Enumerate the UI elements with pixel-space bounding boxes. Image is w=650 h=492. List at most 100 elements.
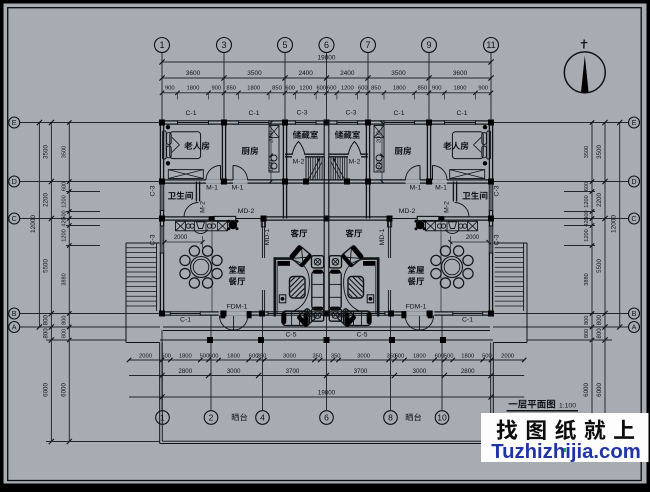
- svg-text:MD-1: MD-1: [379, 228, 386, 245]
- svg-text:1: 1: [159, 40, 164, 50]
- svg-text:3700: 3700: [286, 368, 300, 375]
- svg-text:800: 800: [62, 316, 68, 325]
- svg-text:C-1: C-1: [457, 110, 468, 117]
- svg-text:800: 800: [62, 329, 68, 338]
- svg-text:D: D: [12, 177, 17, 186]
- svg-text:9: 9: [426, 40, 431, 50]
- svg-text:3880: 3880: [62, 273, 68, 285]
- svg-text:C-1: C-1: [186, 110, 197, 117]
- svg-text:2200: 2200: [596, 193, 603, 207]
- svg-text:M-1: M-1: [410, 185, 422, 192]
- svg-text:3000: 3000: [413, 368, 427, 375]
- svg-text:3500: 3500: [596, 145, 603, 159]
- svg-text:FDM-1: FDM-1: [227, 304, 248, 311]
- svg-text:2000: 2000: [377, 131, 383, 143]
- svg-text:800: 800: [43, 328, 50, 339]
- svg-text:800: 800: [584, 316, 590, 325]
- svg-text:1800: 1800: [454, 85, 467, 91]
- svg-text:10: 10: [437, 413, 447, 423]
- svg-text:3700: 3700: [354, 368, 368, 375]
- svg-text:M-2: M-2: [200, 201, 207, 213]
- svg-text:2800: 2800: [461, 368, 475, 375]
- svg-text:600: 600: [62, 182, 68, 191]
- svg-text:2400: 2400: [298, 70, 313, 77]
- svg-text:M-2: M-2: [349, 159, 361, 166]
- svg-text:2200: 2200: [43, 193, 50, 207]
- svg-text:MD-2: MD-2: [399, 208, 416, 215]
- svg-text:800: 800: [584, 329, 590, 338]
- svg-text:M-2: M-2: [293, 159, 305, 166]
- svg-text:C-1: C-1: [394, 110, 405, 117]
- svg-text:2800: 2800: [178, 368, 192, 375]
- svg-text:2000: 2000: [269, 131, 275, 143]
- svg-text:C-1: C-1: [180, 317, 191, 324]
- svg-text:850: 850: [371, 85, 381, 91]
- svg-text:C-1: C-1: [462, 317, 473, 324]
- svg-text:850: 850: [272, 85, 282, 91]
- svg-text:C-3: C-3: [150, 185, 157, 196]
- svg-text:600: 600: [316, 85, 326, 91]
- svg-text:19800: 19800: [317, 55, 335, 62]
- svg-text:850: 850: [226, 85, 236, 91]
- svg-text:600: 600: [209, 354, 219, 360]
- svg-text:1800: 1800: [247, 85, 260, 91]
- svg-text:600: 600: [395, 354, 405, 360]
- svg-text:500: 500: [161, 354, 171, 360]
- svg-text:1200: 1200: [62, 195, 68, 207]
- svg-text:600: 600: [327, 85, 337, 91]
- svg-text:1500: 1500: [269, 160, 275, 172]
- svg-text:M-1: M-1: [435, 185, 447, 192]
- svg-text:E: E: [12, 118, 17, 127]
- svg-text:3000: 3000: [227, 368, 241, 375]
- svg-text:1800: 1800: [393, 85, 406, 91]
- svg-text:C-1: C-1: [249, 110, 260, 117]
- svg-text:1200: 1200: [341, 85, 354, 91]
- svg-text:5500: 5500: [43, 259, 50, 273]
- svg-text:900: 900: [432, 85, 442, 91]
- svg-text:C-3: C-3: [150, 234, 157, 245]
- svg-text:900: 900: [165, 85, 175, 91]
- svg-text:800: 800: [43, 314, 50, 325]
- svg-text:12000: 12000: [611, 215, 618, 233]
- svg-text:A: A: [632, 323, 637, 332]
- svg-text:C: C: [631, 214, 636, 223]
- svg-text:M-2: M-2: [444, 201, 451, 213]
- svg-text:C-3: C-3: [297, 110, 308, 117]
- svg-text:3600: 3600: [186, 70, 201, 77]
- svg-text:1200: 1200: [584, 229, 590, 241]
- svg-text:M-1: M-1: [206, 185, 218, 192]
- svg-text:1800: 1800: [227, 354, 240, 360]
- svg-text:6: 6: [324, 413, 329, 423]
- svg-text:D: D: [631, 177, 636, 186]
- svg-text:E: E: [632, 118, 637, 127]
- svg-text:B: B: [12, 309, 17, 318]
- svg-text:900: 900: [211, 85, 221, 91]
- svg-text:850: 850: [417, 85, 427, 91]
- svg-text:350: 350: [257, 354, 267, 360]
- svg-text:2000: 2000: [139, 354, 152, 360]
- svg-text:2000: 2000: [466, 235, 480, 241]
- svg-text:800: 800: [596, 328, 603, 339]
- svg-text:6000: 6000: [61, 383, 68, 397]
- svg-text:C-3: C-3: [346, 110, 357, 117]
- svg-text:M-1: M-1: [232, 185, 244, 192]
- svg-text:2000: 2000: [174, 235, 188, 241]
- svg-text:8: 8: [388, 413, 393, 423]
- svg-text:3600: 3600: [453, 70, 468, 77]
- svg-text:1200: 1200: [62, 229, 68, 241]
- svg-text:3500: 3500: [43, 145, 50, 159]
- svg-text:6000: 6000: [583, 383, 590, 397]
- svg-text:1800: 1800: [187, 85, 200, 91]
- svg-text:C-3: C-3: [494, 234, 501, 245]
- svg-text:2000: 2000: [501, 354, 514, 360]
- svg-text:6000: 6000: [596, 383, 603, 397]
- svg-text:3: 3: [221, 40, 226, 50]
- svg-text:C-5: C-5: [357, 332, 368, 339]
- svg-text:6000: 6000: [43, 383, 50, 397]
- svg-text:MD-1: MD-1: [264, 228, 271, 245]
- svg-text:500: 500: [444, 354, 454, 360]
- svg-text:1800: 1800: [179, 354, 192, 360]
- svg-text:3500: 3500: [62, 146, 68, 158]
- svg-text:1800: 1800: [461, 354, 474, 360]
- svg-text:3500: 3500: [247, 70, 262, 77]
